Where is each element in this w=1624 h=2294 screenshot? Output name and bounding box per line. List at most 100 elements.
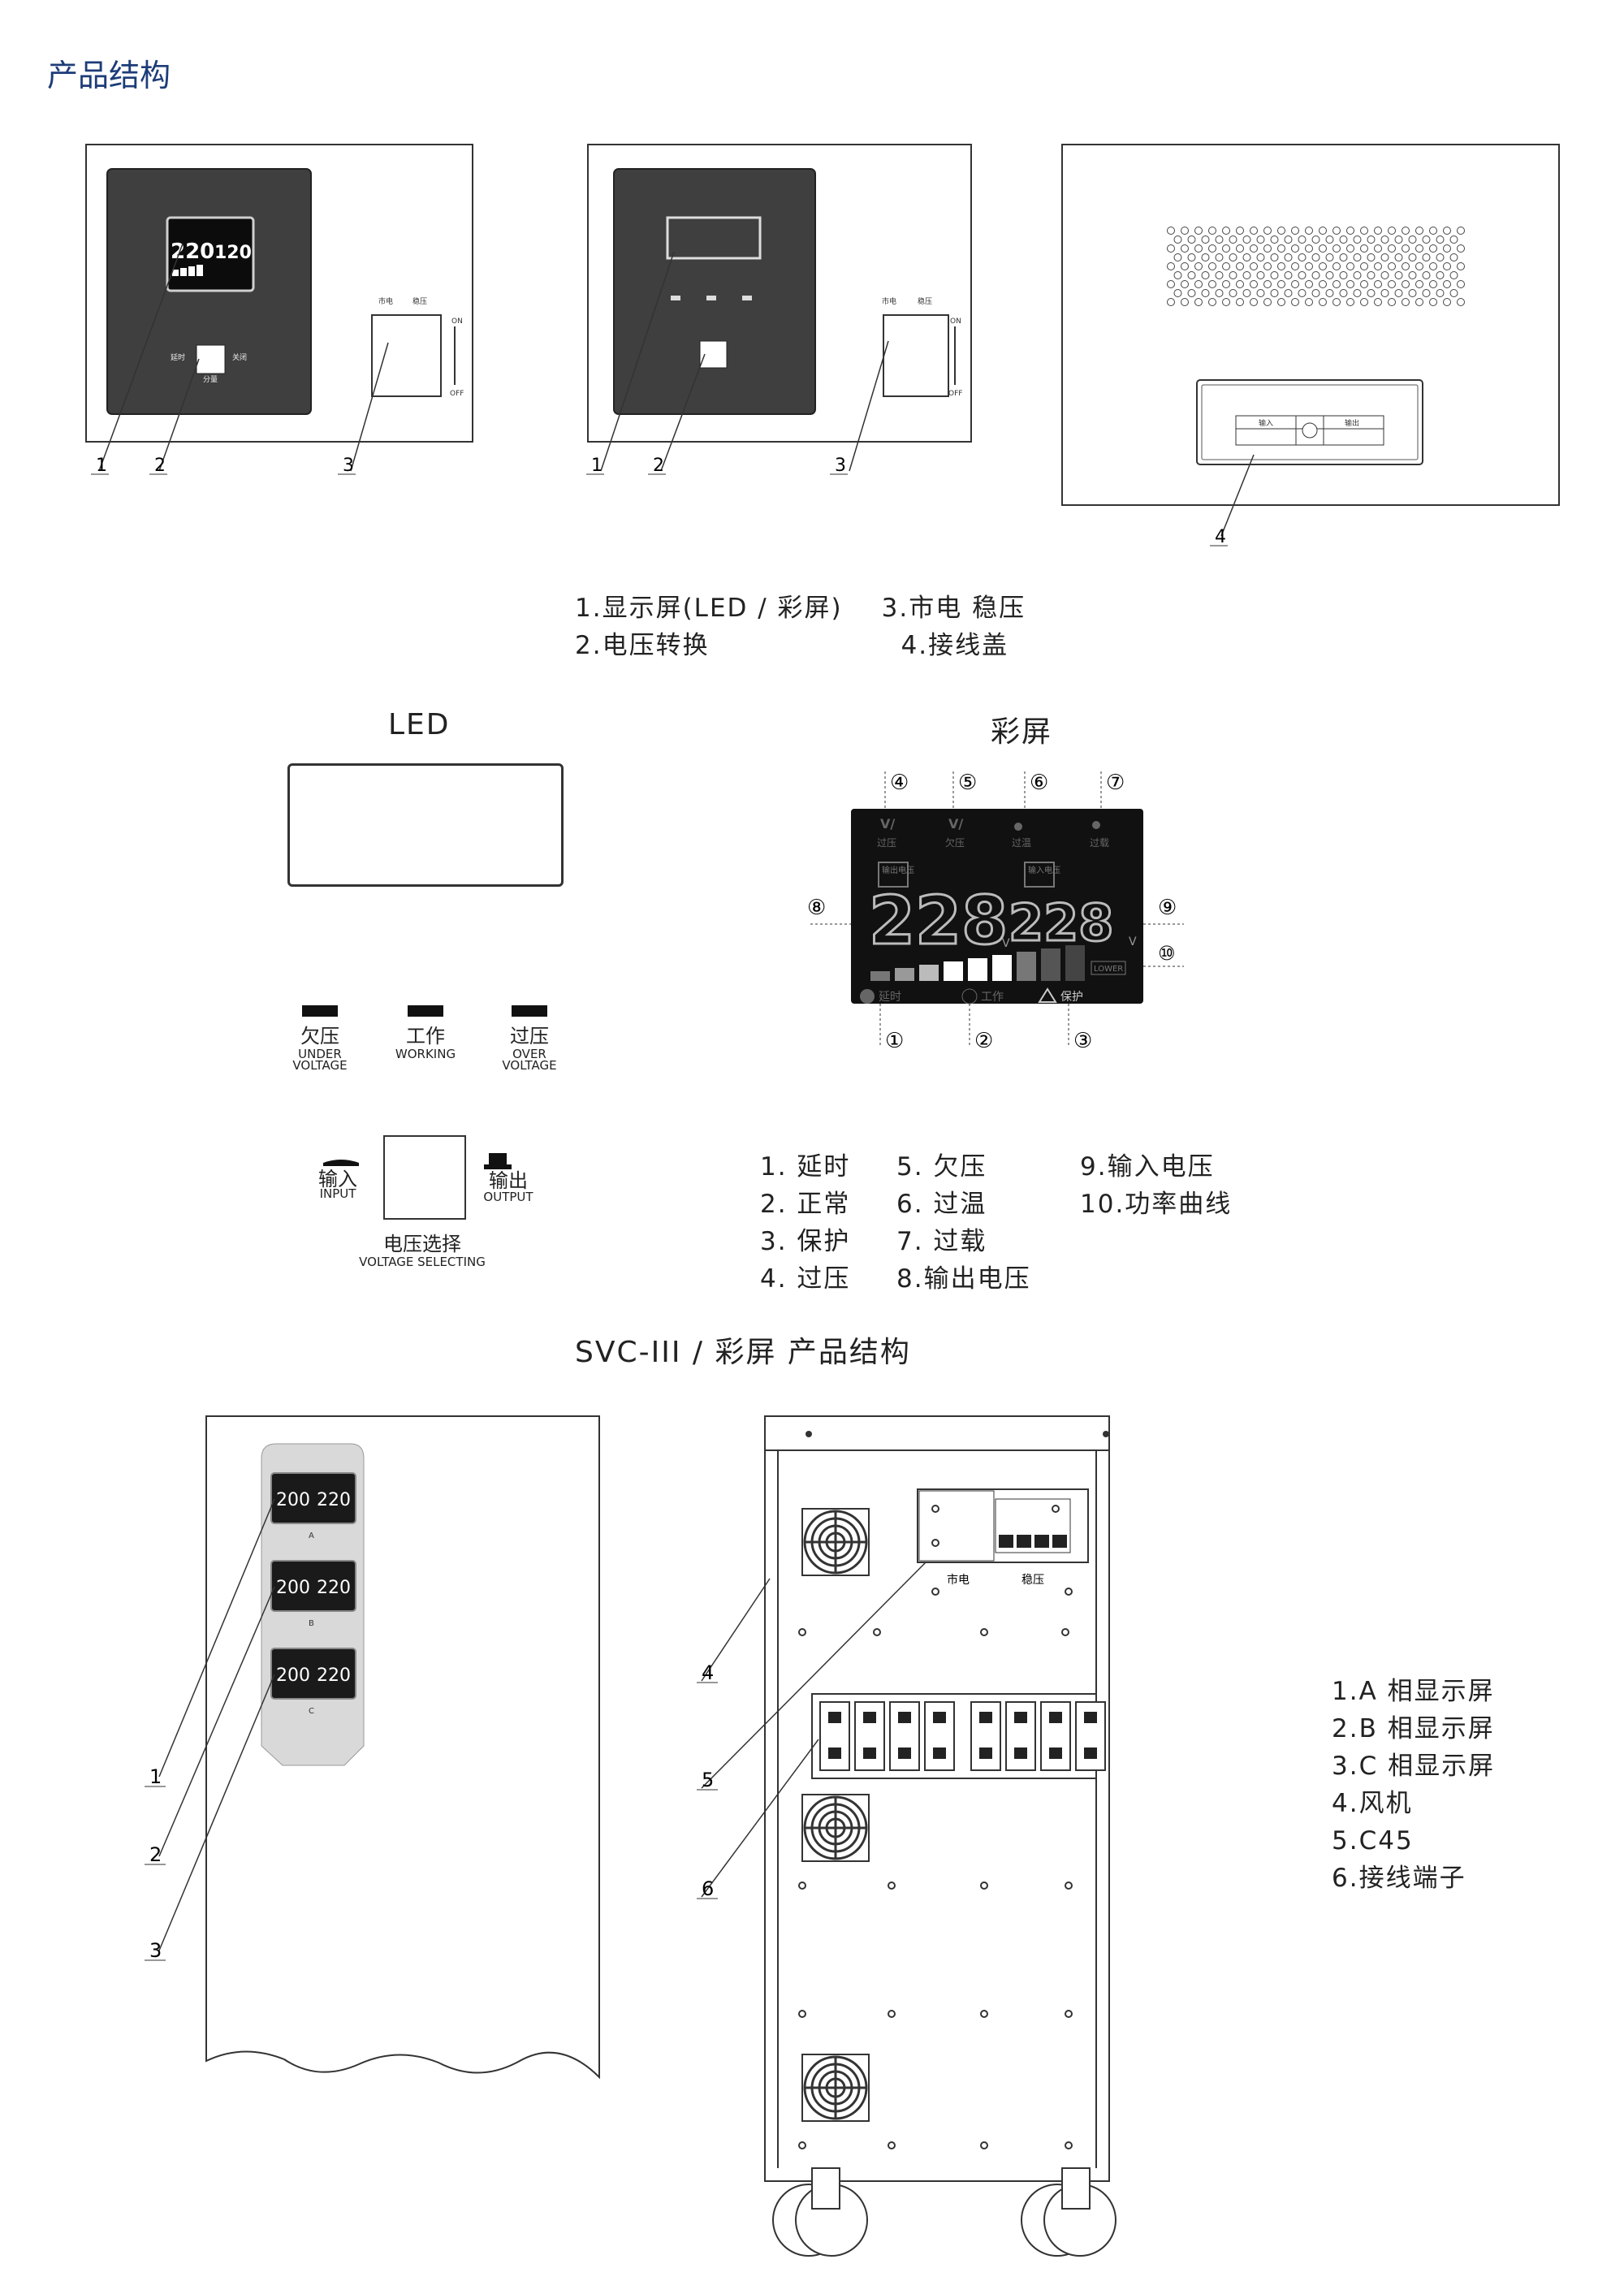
callout-2: ② [974, 1029, 993, 1053]
color-screen-frame [666, 216, 762, 260]
svg-text:1: 1 [591, 456, 603, 476]
voltage-select-label: 电压选择 [383, 1233, 461, 1255]
screw-icon [798, 2010, 806, 2018]
box-output-voltage: 输出电压 [882, 865, 914, 875]
callout-5: ⑤ [958, 771, 977, 795]
terminal-screw [819, 1701, 850, 1771]
under-en-2: VOLTAGE [292, 1058, 348, 1073]
phase-label-c: C [309, 1707, 314, 1716]
svg-text:V/: V/ [880, 816, 895, 832]
legend-2-col-2: 5. 欠压 6. 过温 7. 过载 8.输出电压 [896, 1152, 1031, 1294]
voltage-select-button[interactable] [383, 1135, 466, 1220]
svg-text:200: 200 [276, 1665, 310, 1686]
svc-label-5: 5 [702, 1769, 714, 1791]
terminal-screw [1040, 1701, 1071, 1771]
svc-label-4: 4 [702, 1661, 714, 1684]
screw-icon [888, 2141, 896, 2149]
working-indicator [408, 1005, 443, 1017]
svc-label-6: 6 [702, 1877, 714, 1900]
under-voltage-indicator [302, 1005, 338, 1017]
svg-text:OFF: OFF [450, 390, 464, 398]
panel-2-color: 市电 稳压 ON OFF 1 2 3 [586, 144, 972, 476]
legend-2-col-3: 9.输入电压 10.功率曲线 [1080, 1152, 1233, 1219]
terminal-screw [924, 1701, 955, 1771]
wheels [772, 2167, 1116, 2257]
screw-icon [873, 1628, 881, 1636]
svg-text:OFF: OFF [948, 390, 962, 398]
top-diagrams: 220 120 分量 延时 关闭 市电 稳压 ON OFF 1 2 3 市电 稳… [85, 144, 1560, 547]
screw-icon [1065, 2141, 1073, 2149]
button-right-label: 关闭 [232, 352, 247, 362]
icon-over-load: 过载 [1090, 837, 1109, 849]
screw-icon [931, 1539, 939, 1547]
input-en: INPUT [319, 1186, 356, 1201]
over-voltage-indicator [512, 1005, 547, 1017]
callout-4: ④ [890, 771, 909, 795]
icon-over-temp: 过温 [1012, 837, 1031, 849]
svg-text:ON: ON [950, 318, 961, 326]
screw-icon [798, 1628, 806, 1636]
svc-label-3: 3 [149, 1939, 162, 1962]
led-title: LED [388, 708, 451, 741]
svg-text:200: 200 [276, 1578, 310, 1598]
button-center-label: 分量 [203, 375, 218, 384]
svg-text:市电: 市电 [882, 296, 896, 306]
legend-3: 1.A 相显示屏 2.B 相显示屏 3.C 相显示屏 4.风机 5.C45 6.… [1332, 1677, 1496, 1893]
screw-icon [980, 2141, 988, 2149]
output-unit: V [1002, 937, 1010, 950]
svg-text:3: 3 [835, 456, 846, 476]
icon-under-voltage: 欠压 [945, 836, 965, 849]
color-screen-diagram: ④ ⑤ ⑥ ⑦ V/ V/ 过压 欠压 过温 过载 输出电压 输入电压 228 … [807, 771, 1184, 1053]
input-label: 输入 [318, 1168, 357, 1190]
callout-6: ⑥ [1030, 771, 1048, 795]
svg-text:200: 200 [276, 1490, 310, 1510]
screw-icon [931, 1505, 939, 1513]
page-title: 产品结构 [47, 58, 171, 93]
delay-icon [860, 989, 875, 1004]
working-en: WORKING [395, 1047, 456, 1061]
screw-icon [1061, 1628, 1069, 1636]
svg-text:工作: 工作 [981, 991, 1004, 1004]
screw-icon [888, 2010, 896, 2018]
svg-text:220: 220 [317, 1665, 351, 1686]
svg-text:延时: 延时 [879, 991, 901, 1004]
svg-text:稳压: 稳压 [918, 296, 932, 306]
over-label: 过压 [510, 1025, 549, 1048]
under-label: 欠压 [300, 1025, 339, 1048]
screw-icon [1065, 1881, 1073, 1890]
screw-icon [931, 1588, 939, 1596]
protect-icon [1038, 987, 1057, 1003]
legend1-item-1: 1.显示屏(LED / 彩屏) [575, 594, 843, 623]
svc-rear-view: 市电 稳压 4 5 6 [697, 1415, 1116, 2257]
panel-1-led: 220 120 分量 延时 关闭 市电 稳压 ON OFF 1 2 3 [85, 144, 473, 476]
svg-text:输入: 输入 [1259, 418, 1273, 428]
svg-text:输出: 输出 [1345, 418, 1359, 428]
icon-over-voltage: 过压 [877, 837, 896, 849]
legend1-item-3: 3.市电 稳压 [881, 594, 1026, 623]
switch-stab-label: 稳压 [412, 296, 427, 306]
output-voltage-value: 228 [869, 883, 1008, 960]
voltage-select-en: VOLTAGE SELECTING [359, 1255, 486, 1269]
input-unit: V [1129, 935, 1137, 948]
input-voltage-value: 228 [1009, 893, 1113, 953]
callout-10: ⑩ [1158, 942, 1176, 965]
svg-text:V/: V/ [948, 816, 963, 832]
legend1-item-4: 4.接线盖 [901, 631, 1009, 660]
svc-title: SVC-III / 彩屏 产品结构 [575, 1336, 911, 1369]
screw-icon [1065, 1588, 1073, 1596]
output-label: 输出 [489, 1169, 528, 1192]
vent-grille [1167, 227, 1465, 306]
switch-city: 市电 [947, 1573, 970, 1587]
svg-text:220: 220 [317, 1578, 351, 1598]
label-2: 2 [154, 456, 166, 476]
callout-8: ⑧ [807, 896, 826, 920]
terminal-screw [970, 1701, 1001, 1771]
screw-icon [888, 1881, 896, 1890]
switch-stab: 稳压 [1021, 1574, 1044, 1587]
lower-tag: LOWER [1094, 965, 1123, 974]
screw-icon [1065, 2010, 1073, 2018]
svg-text:220: 220 [317, 1490, 351, 1510]
